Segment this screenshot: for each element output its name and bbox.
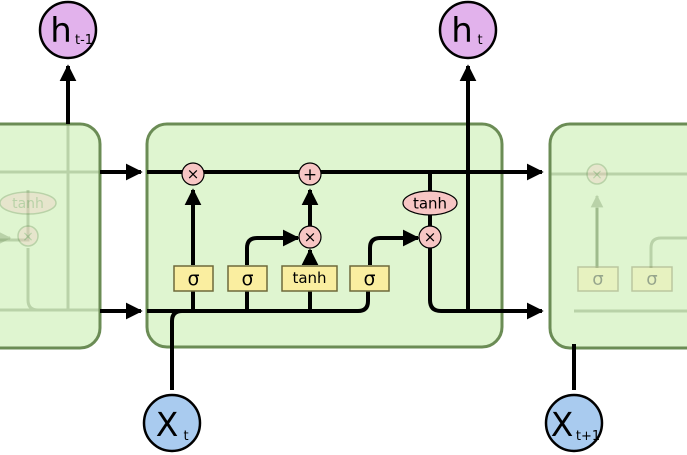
cell-right-gate-2: σ bbox=[631, 266, 673, 292]
gate-forget-label: σ bbox=[187, 268, 199, 290]
node-x-curr: X t bbox=[142, 393, 202, 453]
forget-mul-op: × bbox=[181, 162, 205, 186]
cell-left-box bbox=[0, 122, 102, 350]
gate-input-label: σ bbox=[241, 268, 253, 290]
cell-right-gate-1: σ bbox=[577, 266, 619, 292]
node-h-curr-sub: t bbox=[477, 33, 482, 48]
cell-left-tanh-op: tanh bbox=[0, 191, 57, 215]
cell-left: tanh × bbox=[0, 122, 102, 350]
node-x-next-sub: t+1 bbox=[576, 429, 600, 444]
cell-tanh-op: tanh bbox=[402, 190, 458, 216]
gate-candidate-label: tanh bbox=[292, 269, 326, 287]
svg-text:σ: σ bbox=[592, 269, 603, 290]
cell-center-box bbox=[145, 122, 504, 349]
input-mul-op: × bbox=[298, 225, 322, 249]
input-mul-label: × bbox=[304, 228, 317, 246]
svg-text:σ: σ bbox=[646, 269, 657, 290]
cell-right-internals bbox=[551, 172, 687, 313]
cell-right-box bbox=[548, 122, 687, 350]
node-h-curr-main: h bbox=[451, 11, 473, 51]
add-label: + bbox=[303, 165, 317, 185]
cell-right-forget-mul-op: × bbox=[586, 163, 608, 185]
output-mul-op: × bbox=[418, 225, 442, 249]
cell-right: × σ σ bbox=[548, 122, 687, 350]
node-x-curr-sub: t bbox=[183, 429, 188, 444]
cell-left-tanh-label: tanh bbox=[12, 196, 44, 212]
svg-text:×: × bbox=[22, 229, 34, 245]
node-x-next-main: X bbox=[551, 405, 574, 444]
add-op: + bbox=[298, 162, 322, 186]
node-h-prev: h t-1 bbox=[38, 0, 98, 60]
gate-output-label: σ bbox=[363, 268, 375, 290]
node-h-prev-sub: t-1 bbox=[75, 33, 93, 48]
output-mul-label: × bbox=[424, 228, 437, 246]
center-lines bbox=[147, 160, 542, 390]
cell-tanh-label: tanh bbox=[413, 195, 447, 213]
node-x-curr-main: X bbox=[156, 405, 179, 444]
gate-forget-sigma: σ bbox=[173, 265, 214, 292]
gate-output-sigma: σ bbox=[349, 265, 390, 292]
node-h-curr: h t bbox=[438, 0, 498, 60]
node-h-prev-main: h bbox=[50, 11, 72, 51]
svg-text:×: × bbox=[591, 167, 603, 183]
gate-input-sigma: σ bbox=[227, 265, 268, 292]
cell-left-mul-op: × bbox=[17, 225, 39, 247]
gate-candidate-tanh: tanh bbox=[281, 265, 338, 292]
forget-mul-label: × bbox=[187, 165, 200, 183]
cell-left-internals bbox=[0, 125, 100, 312]
node-x-next: X t+1 bbox=[544, 393, 604, 453]
